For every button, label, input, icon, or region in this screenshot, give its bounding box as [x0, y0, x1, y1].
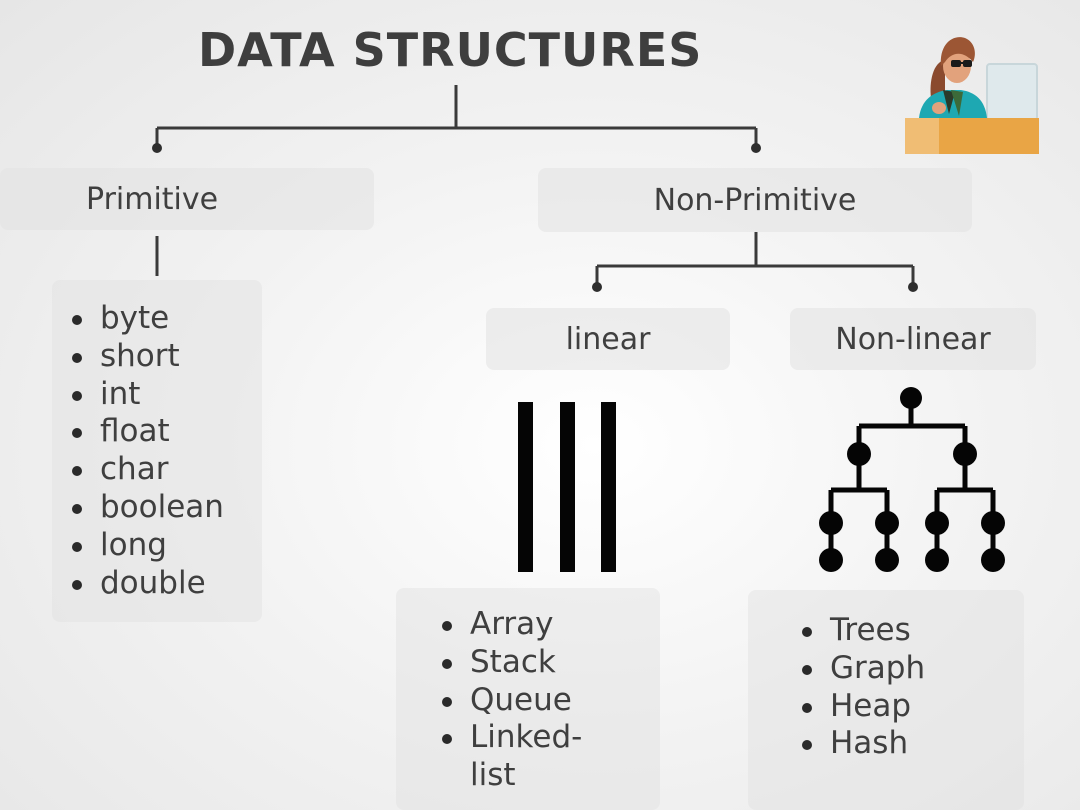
non-linear-box: Non-linear [790, 308, 1036, 370]
list-item: Hash [798, 725, 925, 763]
list-item: boolean [68, 489, 224, 527]
list-item: Trees [798, 612, 925, 650]
list-item: Linked- list [438, 719, 582, 795]
linear-label: linear [565, 321, 651, 357]
list-item: byte [68, 300, 224, 338]
linear-list: Array Stack Queue Linked- list [438, 606, 582, 795]
linear-list-box: Array Stack Queue Linked- list [396, 588, 660, 810]
list-item: Graph [798, 650, 925, 688]
list-item: char [68, 451, 224, 489]
list-item: Heap [798, 688, 925, 726]
list-item: float [68, 413, 224, 451]
list-item: int [68, 376, 224, 414]
list-item: short [68, 338, 224, 376]
list-item: double [68, 565, 224, 603]
tree-structure-icon [819, 387, 1005, 572]
non-linear-list: Trees Graph Heap Hash [798, 612, 925, 763]
linear-box: linear [486, 308, 730, 370]
linear-structure-icon [518, 402, 616, 572]
list-item: Queue [438, 682, 582, 720]
non-linear-list-box: Trees Graph Heap Hash [748, 590, 1024, 810]
list-item: long [68, 527, 224, 565]
list-item: Stack [438, 644, 582, 682]
list-item: Array [438, 606, 582, 644]
primitive-label: Primitive [86, 181, 219, 217]
diagram-title: DATA STRUCTURES [198, 23, 703, 77]
non-primitive-label: Non-Primitive [653, 182, 857, 218]
primitive-list-box: byte short int float char boolean long d… [52, 280, 262, 622]
primitive-box: Primitive [0, 168, 374, 230]
non-primitive-box: Non-Primitive [538, 168, 972, 232]
non-linear-label: Non-linear [835, 321, 991, 357]
primitive-list: byte short int float char boolean long d… [68, 300, 224, 602]
person-at-desk-illustration [905, 37, 1039, 154]
